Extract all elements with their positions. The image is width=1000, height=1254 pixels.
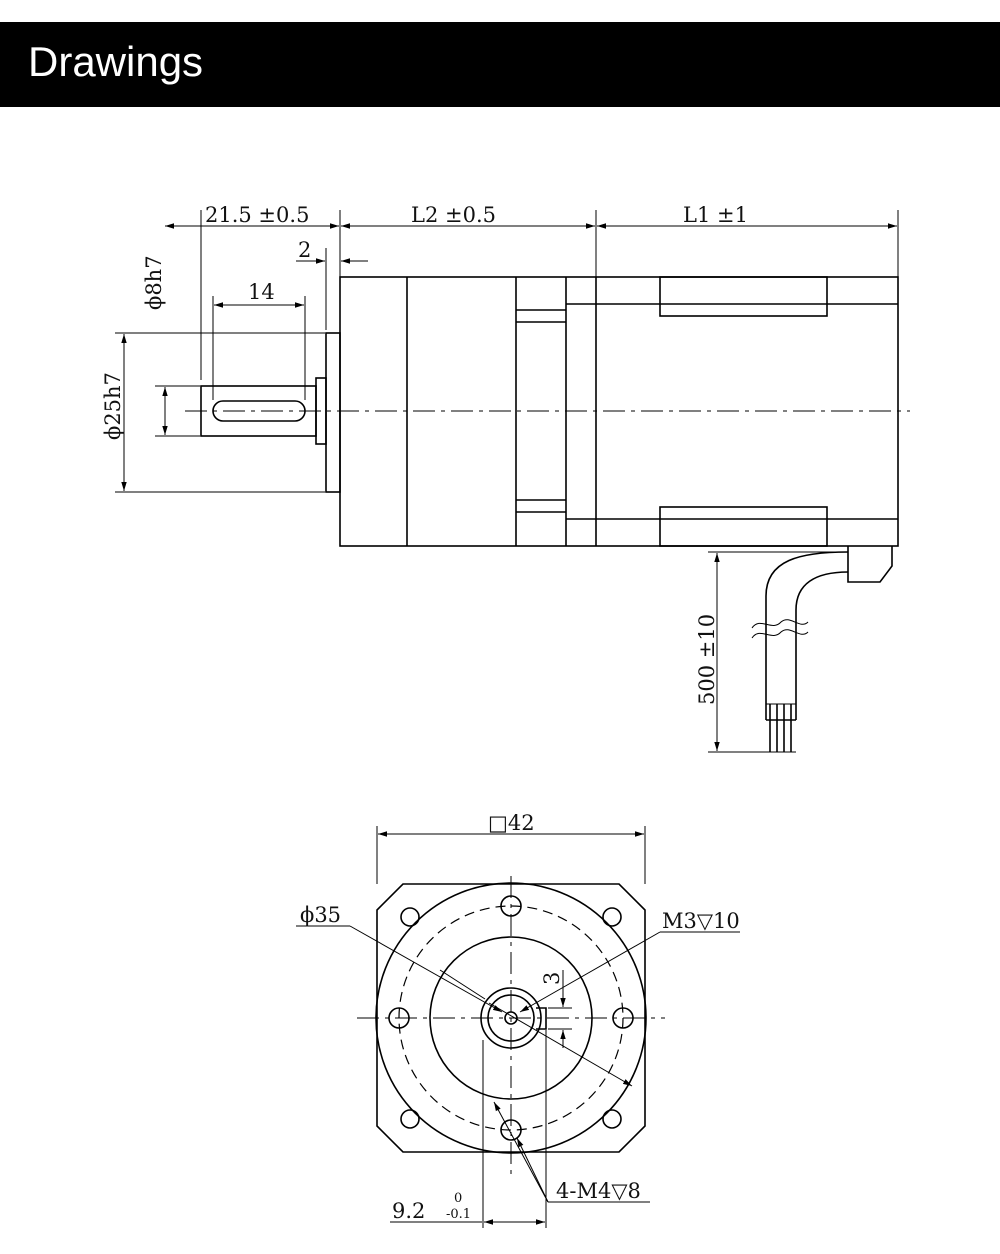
tol-upper: 0: [454, 1191, 462, 1206]
output-shaft: [200, 385, 317, 437]
front-view: □42 ϕ35 M3▽10 3 4-M4▽8 9.2 0 -0.1: [296, 811, 740, 1228]
side-view: 21.5 ±0.5 L2 ±0.5 L1 ±1 2 14 ϕ8h7 ϕ25h7 …: [101, 203, 910, 753]
dim-pilot-dia: ϕ25h7: [101, 372, 125, 440]
header-bar: Drawings: [0, 22, 1000, 107]
square-flange: [376, 883, 646, 1153]
dim-cable-length: 500 ±10: [695, 614, 719, 705]
dim-flange-step: 2: [298, 238, 311, 262]
dim-gearbox-length: L2 ±0.5: [411, 203, 496, 227]
dim-tapped-holes: M3▽10: [662, 909, 740, 933]
page-title: Drawings: [28, 38, 204, 85]
dim-square: □42: [488, 811, 535, 835]
dim-motor-length: L1 ±1: [683, 203, 748, 227]
dim-key-height: 9.2: [392, 1199, 425, 1223]
dim-key-width: 3: [540, 972, 564, 985]
dim-bolt-circle: ϕ35: [300, 903, 341, 927]
pilot-boss: [325, 332, 341, 493]
tol-lower: -0.1: [446, 1207, 471, 1222]
dim-mount-holes: 4-M4▽8: [556, 1179, 641, 1203]
dim-shaft-length: 21.5 ±0.5: [205, 203, 309, 227]
dim-shaft-dia: ϕ8h7: [142, 255, 166, 310]
dim-key-length: 14: [248, 280, 275, 304]
